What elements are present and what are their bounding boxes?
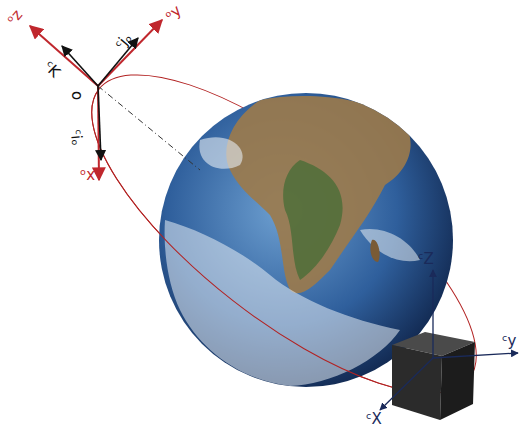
axis-label: ᶜZ bbox=[418, 252, 434, 267]
vector-label: ᶜjₒ bbox=[113, 31, 135, 53]
orbit-frame bbox=[30, 20, 162, 180]
axis-label: ᶜy bbox=[502, 334, 516, 349]
vector-label: ᶜiₒ bbox=[68, 129, 84, 146]
origin-label: o bbox=[69, 91, 84, 100]
orbit-front bbox=[47, 89, 469, 437]
axis-label: ᶜX bbox=[366, 412, 382, 427]
cube-frame bbox=[380, 270, 518, 410]
nadir-line bbox=[98, 86, 200, 170]
axis-label: ᵒy bbox=[163, 3, 184, 24]
body-frame bbox=[62, 38, 138, 160]
vector-label: ᶜK bbox=[41, 59, 62, 80]
axis-label: ᵒz bbox=[5, 7, 26, 27]
axis-label: ᵒx bbox=[80, 168, 95, 183]
orbit-back bbox=[47, 23, 521, 437]
